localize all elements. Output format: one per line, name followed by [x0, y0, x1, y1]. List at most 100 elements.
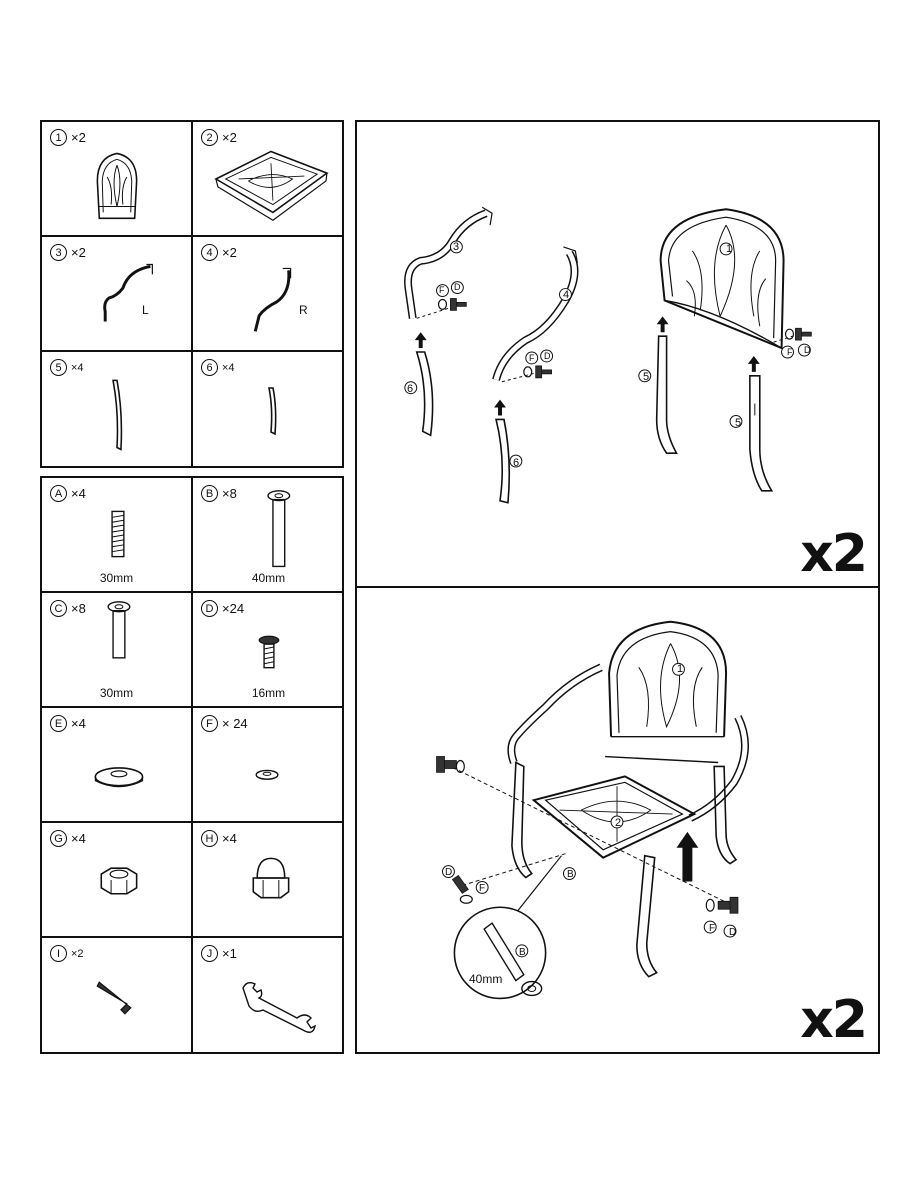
hardware-quantity: ×2: [71, 947, 84, 960]
callout-f-3: F: [787, 347, 793, 357]
hardware-quantity: ×8: [71, 601, 86, 616]
right-armrest-icon: [253, 267, 292, 332]
part-label-1: 1 ×2: [50, 129, 86, 146]
hardware-letter-badge: H: [201, 830, 218, 847]
hardware-cell-f: F × 24: [193, 708, 344, 823]
callout-b-1: B: [567, 869, 574, 880]
frame-assembly-diagram: [404, 206, 812, 504]
callout-part-2: 2: [615, 817, 622, 829]
hardware-cell-j: J ×1: [193, 938, 344, 1052]
assembly-step-1: 3 4 1 5 5 6 6 F D F D F D x2: [355, 120, 880, 588]
hardware-size-c: 30mm: [99, 686, 134, 700]
hardware-cell-e: E ×4: [42, 708, 193, 823]
assembly-step-2: 1 2 B B D F F D 40mm x2: [355, 586, 880, 1054]
callout-part-1: 1: [726, 243, 733, 255]
callout-d-2: D: [544, 351, 551, 361]
callout-f-2: F: [529, 353, 535, 363]
part-quantity: ×2: [222, 245, 237, 260]
hardware-quantity: ×1: [222, 946, 237, 961]
hardware-quantity: × 24: [222, 716, 248, 731]
callout-b-2: B: [519, 947, 526, 958]
hardware-label-h: H ×4: [201, 830, 237, 847]
part-quantity: ×2: [222, 130, 237, 145]
chair-seat-icon: [214, 150, 329, 221]
wrench-icon: [242, 981, 316, 1033]
part-label-5: 5 ×4: [50, 359, 84, 376]
hardware-letter-badge: G: [50, 830, 67, 847]
callout-part-5a: 5: [643, 371, 650, 383]
callout-d-2: D: [729, 927, 737, 938]
hardware-cell-d: D ×24 16mm: [193, 593, 344, 708]
part-cell-3: 3 ×2 L: [42, 237, 193, 352]
part-cell-2: 2 ×2: [193, 122, 344, 237]
callout-part-6b: 6: [513, 457, 520, 469]
part-number-badge: 2: [201, 129, 218, 146]
hardware-label-i: I ×2: [50, 945, 84, 962]
callout-part-1: 1: [677, 663, 684, 675]
chair-back-icon: [96, 152, 138, 220]
callout-f-1: F: [479, 883, 486, 894]
hardware-label-f: F × 24: [201, 715, 248, 732]
hardware-cell-c: C ×8 30mm: [42, 593, 193, 708]
large-washer-icon: [94, 767, 144, 788]
part-number-badge: 3: [50, 244, 67, 261]
hardware-quantity: ×4: [71, 716, 86, 731]
part-label-4: 4 ×2: [201, 244, 237, 261]
hardware-letter-badge: D: [201, 600, 218, 617]
long-bolt-icon: [267, 490, 291, 568]
hardware-letter-badge: E: [50, 715, 67, 732]
hardware-label-j: J ×1: [201, 945, 237, 962]
part-number-badge: 5: [50, 359, 67, 376]
hex-nut-icon: [100, 867, 138, 895]
hardware-quantity: ×4: [71, 486, 86, 501]
hardware-letter-badge: A: [50, 485, 67, 502]
side-letter-left: L: [142, 303, 149, 317]
part-label-6: 6 ×4: [201, 359, 235, 376]
part-label-3: 3 ×2: [50, 244, 86, 261]
seat-assembly-diagram: [436, 620, 749, 1000]
callout-d-1: D: [445, 867, 453, 878]
hardware-letter-badge: F: [201, 715, 218, 732]
callout-part-4: 4: [563, 289, 570, 301]
part-quantity: ×2: [71, 245, 86, 260]
part-cell-5: 5 ×4: [42, 352, 193, 466]
hardware-quantity: ×24: [222, 601, 245, 616]
hardware-cell-i: I ×2: [42, 938, 193, 1052]
hardware-letter-badge: C: [50, 600, 67, 617]
hardware-quantity: ×8: [222, 486, 237, 501]
left-armrest-icon: [103, 263, 153, 322]
part-cell-1: 1 ×2: [42, 122, 193, 237]
hardware-label-b: B ×8: [201, 485, 237, 502]
hardware-letter-badge: J: [201, 945, 218, 962]
hardware-size-d: 16mm: [251, 686, 286, 700]
callout-part-5b: 5: [735, 417, 742, 429]
threaded-rod-icon: [111, 510, 125, 558]
part-label-2: 2 ×2: [201, 129, 237, 146]
hardware-grid: A ×4 30mm B ×8 40mm C ×8: [40, 476, 344, 1054]
hardware-label-e: E ×4: [50, 715, 86, 732]
part-number-badge: 4: [201, 244, 218, 261]
hardware-label-a: A ×4: [50, 485, 86, 502]
short-bolt-icon: [107, 601, 131, 659]
hardware-cell-a: A ×4 30mm: [42, 478, 193, 593]
callout-d-3: D: [804, 345, 811, 355]
hardware-label-g: G ×4: [50, 830, 86, 847]
callout-part-6a: 6: [407, 383, 414, 395]
hardware-label-d: D ×24: [201, 600, 244, 617]
part-quantity: ×4: [222, 361, 235, 374]
callout-f-2: F: [709, 923, 716, 934]
hardware-letter-badge: B: [201, 485, 218, 502]
hardware-size-a: 30mm: [99, 571, 134, 585]
hardware-cell-h: H ×4: [193, 823, 344, 938]
part-cell-6: 6 ×4: [193, 352, 344, 466]
hardware-letter-badge: I: [50, 945, 67, 962]
hardware-cell-g: G ×4: [42, 823, 193, 938]
hardware-quantity: ×4: [71, 831, 86, 846]
repeat-multiplier-2: x2: [800, 990, 868, 1050]
screw-icon: [258, 635, 280, 669]
parts-grid: 1 ×2 2 ×2 3 ×2 L: [40, 120, 344, 468]
part-number-badge: 1: [50, 129, 67, 146]
part-number-badge: 6: [201, 359, 218, 376]
hex-key-icon: [96, 981, 132, 1015]
cap-nut-icon: [252, 857, 290, 899]
